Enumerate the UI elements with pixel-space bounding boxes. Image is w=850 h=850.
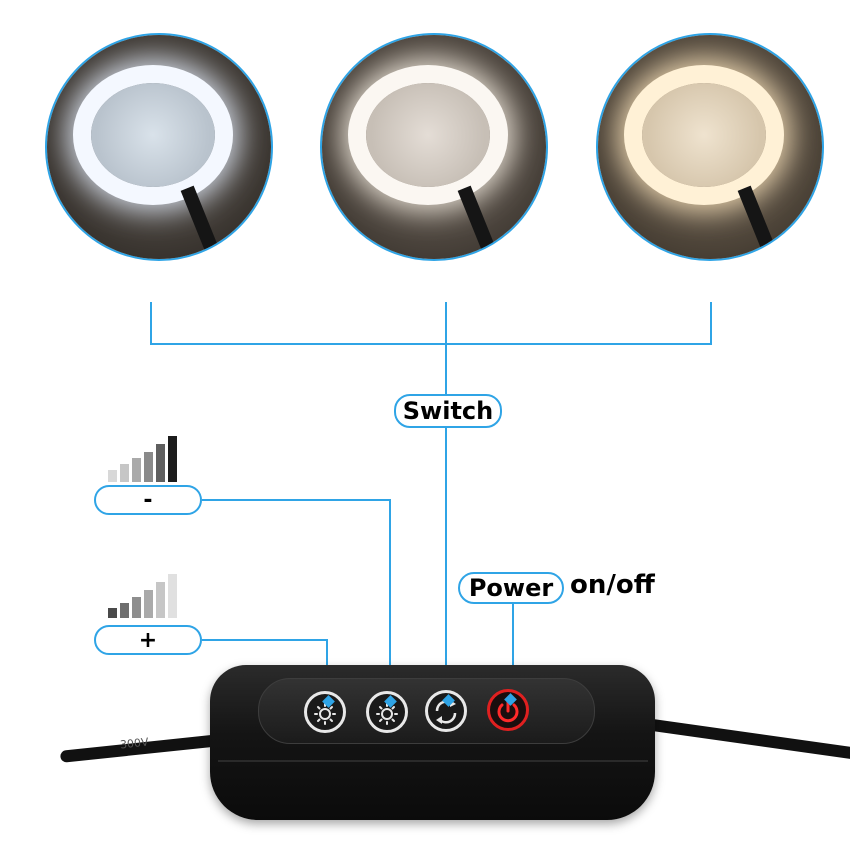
- signal-bars-increasing: [108, 572, 177, 618]
- lamp-warm-white: [596, 33, 824, 261]
- minus-connector-vertical: [389, 499, 391, 694]
- signal-bar: [108, 470, 117, 482]
- signal-bar: [132, 597, 141, 618]
- minus-connector-horizontal: [202, 499, 391, 501]
- signal-bar: [132, 458, 141, 482]
- power-button[interactable]: [487, 689, 529, 731]
- plus-connector-horizontal: [202, 639, 328, 641]
- sun-icon: [376, 703, 398, 725]
- signal-bar: [156, 444, 165, 482]
- bracket-right-leg: [710, 302, 712, 344]
- light-ring: [91, 83, 215, 187]
- controller-seam: [218, 760, 648, 762]
- lamp-cool-white: [45, 33, 273, 261]
- bracket-left-leg: [150, 302, 152, 344]
- plus-label-text: +: [138, 627, 158, 653]
- signal-bar: [120, 603, 129, 618]
- brightness-up-button[interactable]: [366, 691, 408, 733]
- power-label-suffix: on/off: [570, 570, 655, 600]
- switch-label-text: Switch: [402, 397, 494, 425]
- brightness-down-button[interactable]: [304, 691, 346, 733]
- signal-bar: [120, 464, 129, 482]
- bracket-mid-leg: [445, 302, 447, 344]
- light-ring: [366, 83, 490, 187]
- minus-label: -: [94, 485, 202, 515]
- signal-bar: [108, 608, 117, 618]
- light-ring: [642, 83, 766, 187]
- minus-label-text: -: [143, 487, 153, 513]
- power-label: Power: [458, 572, 564, 604]
- bracket-horizontal: [150, 343, 712, 345]
- switch-connector-top: [445, 343, 447, 395]
- switch-label: Switch: [394, 394, 502, 428]
- signal-bar: [144, 452, 153, 482]
- power-label-text: Power: [468, 574, 554, 602]
- switch-connector-bottom: [445, 428, 447, 690]
- lamp-neutral-white: [320, 33, 548, 261]
- signal-bar: [168, 574, 177, 618]
- signal-bars-decreasing: [108, 432, 177, 482]
- power-connector: [512, 604, 514, 694]
- color-switch-button[interactable]: [425, 690, 467, 732]
- plus-label: +: [94, 625, 202, 655]
- signal-bar: [156, 582, 165, 618]
- signal-bar: [168, 436, 177, 482]
- signal-bar: [144, 590, 153, 618]
- controller-cable-right: [630, 716, 850, 760]
